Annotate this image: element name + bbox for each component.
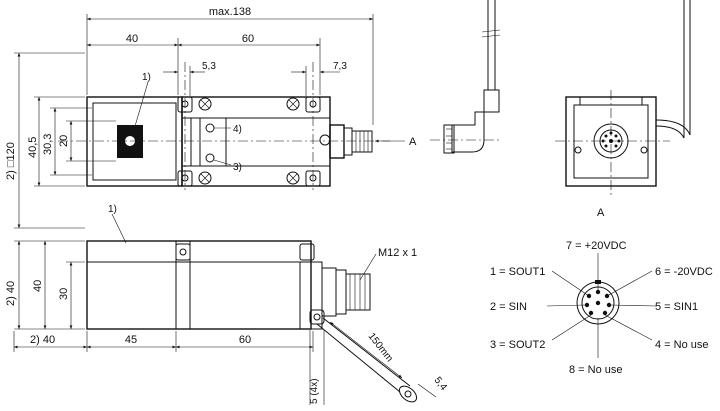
dim-40-side-left: 2) 40 [5,281,17,306]
view-label-a: A [597,207,605,219]
angled-connector-view [430,0,501,154]
dim-45-bottom: 45 [125,334,137,346]
mounting-holes [177,96,321,187]
dim-150mm: 150mm [366,331,395,364]
dim-40-top: 40 [126,33,138,45]
led-4 [205,123,215,133]
pin-5-label: 5 = SIN1 [655,301,698,313]
side-view: M12 x 1 1) 2) 40 40 30 2) 40 45 60 [5,204,449,405]
pin-1-label: 1 = SOUT1 [490,266,545,278]
pin-7-label: 7 = +20VDC [566,240,627,252]
dim-40-bottom-left: 2) 40 [30,334,55,346]
pin-8-label: 8 = No use [569,364,623,376]
dim-40-5: 40,5 [27,137,39,158]
callout-4: 4) [233,124,242,135]
view-arrow-label: A [409,136,417,148]
led-3 [205,153,215,163]
callout-3: 3) [233,162,242,173]
dim-40-side: 40 [32,280,44,292]
front-view-a: A [555,0,691,219]
top-view: max.138 40 60 5,3 7,3 1) 4) 3) A 2) □120 [5,6,417,229]
connector-pins [584,289,612,316]
thread-label: M12 x 1 [378,247,417,259]
pin-6-label: 6 = -20VDC [655,266,713,278]
dim-60-top: 60 [242,33,254,45]
dim-30-side: 30 [58,288,70,300]
dim-5-4: 5,4 [432,375,449,393]
callout-1-side: 1) [108,204,117,215]
pin-4-label: 4 = No use [655,339,709,351]
dim-20: 20 [58,135,70,147]
dim-60-bottom: 60 [239,334,251,346]
side-body-outline [86,240,312,330]
dim-overall-length: max.138 [209,6,251,18]
dim-5-3: 5,3 [202,61,216,72]
dim-5-4x: 5 (4x) [309,378,320,404]
pinout-diagram: 7 = +20VDC 1 = SOUT1 6 = -20VDC 2 = SIN … [490,240,713,376]
dim-7-3: 7,3 [333,61,347,72]
dim-120: 2) □120 [5,142,17,180]
callout-1-top: 1) [142,72,151,83]
dim-30-3: 30,3 [42,134,54,155]
pin-3-label: 3 = SOUT2 [490,339,545,351]
pin-2-label: 2 = SIN [490,301,527,313]
